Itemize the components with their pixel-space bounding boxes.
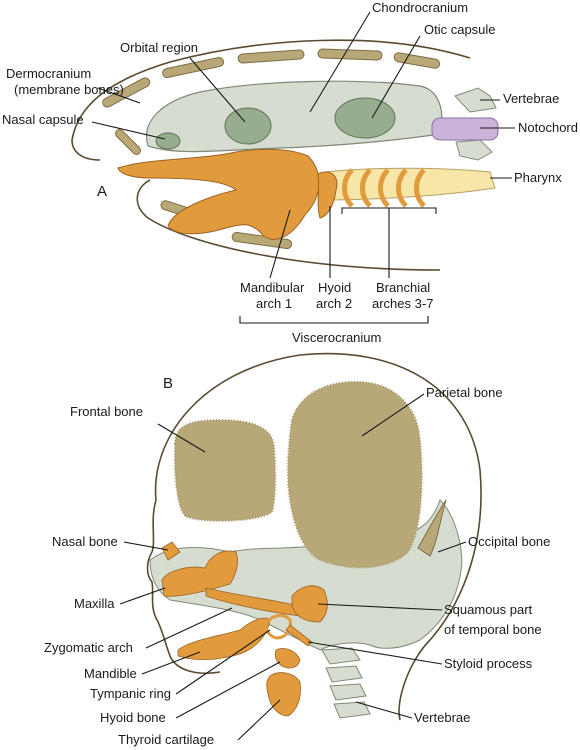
label-squamous-sub: of temporal bone xyxy=(444,622,542,637)
label-dermocranium: Dermocranium xyxy=(6,66,91,81)
label-squamous: Squamous part xyxy=(444,602,533,617)
panel-a-letter: A xyxy=(97,183,107,200)
label-nasal-capsule: Nasal capsule xyxy=(2,112,84,127)
panel-b-letter: B xyxy=(163,375,173,392)
label-pharynx: Pharynx xyxy=(514,170,562,185)
panel-b-leaders xyxy=(119,393,467,741)
label-otic-capsule: Otic capsule xyxy=(424,22,496,37)
hyoid-arch-shape xyxy=(317,171,338,219)
label-mandible: Mandible xyxy=(84,666,137,681)
label-tympanic-ring: Tympanic ring xyxy=(90,686,171,701)
panel-a: A Chondrocranium Otic capsule Orbital re… xyxy=(2,0,578,345)
label-orbital-region: Orbital region xyxy=(120,40,198,55)
panel-a-leaders xyxy=(91,11,515,324)
label-parietal-bone: Parietal bone xyxy=(426,385,503,400)
thyroid-cartilage xyxy=(266,672,301,717)
label-mandibular-arch1: arch 1 xyxy=(256,296,292,311)
otic-capsule xyxy=(334,97,396,139)
label-mandibular: Mandibular xyxy=(240,280,305,295)
nasal-bone xyxy=(161,541,181,561)
mandibular-arch xyxy=(117,148,320,240)
label-styloid-process: Styloid process xyxy=(444,656,533,671)
label-hyoid-bone: Hyoid bone xyxy=(100,710,166,725)
label-occipital-bone: Occipital bone xyxy=(468,534,550,549)
nasal-capsule xyxy=(155,132,181,150)
chondrocranium-shape xyxy=(145,80,443,153)
maxilla xyxy=(161,550,238,597)
tympanic-ring xyxy=(264,613,292,640)
label-hyoid: Hyoid xyxy=(318,280,351,295)
embryo-lower-outline xyxy=(136,179,441,271)
label-branchial: Branchial xyxy=(376,280,430,295)
branchial-arches xyxy=(342,168,426,208)
squamous-temporal xyxy=(291,585,328,623)
orbital-region xyxy=(224,107,272,145)
label-branchial-arches: arches 3-7 xyxy=(372,296,433,311)
styloid xyxy=(285,624,313,647)
vertebra-a-upper xyxy=(454,87,497,113)
skull-base-cartilage xyxy=(149,499,463,651)
label-notochord: Notochord xyxy=(518,120,578,135)
dermal-bones-upper xyxy=(102,48,441,155)
vertebra-a-lower xyxy=(455,139,493,161)
label-dermocranium-sub: (membrane bones) xyxy=(14,82,124,97)
hyoid-bone xyxy=(274,648,301,669)
occipital-bone xyxy=(417,499,447,557)
vertebrae-b xyxy=(321,647,371,719)
embryo-head-outline xyxy=(71,39,471,161)
label-frontal-bone: Frontal bone xyxy=(70,404,143,419)
panel-b: B xyxy=(44,352,550,747)
label-thyroid-cartilage: Thyroid cartilage xyxy=(118,732,214,747)
fetal-head-outline xyxy=(146,352,482,721)
parietal-bone xyxy=(286,380,423,569)
label-vertebrae-a: Vertebrae xyxy=(503,91,559,106)
notochord-shape xyxy=(431,117,499,141)
label-maxilla: Maxilla xyxy=(74,596,115,611)
frontal-bone xyxy=(173,418,277,522)
label-hyoid-arch2: arch 2 xyxy=(316,296,352,311)
label-zygomatic-arch: Zygomatic arch xyxy=(44,640,133,655)
label-viscerocranium: Viscerocranium xyxy=(292,330,381,345)
label-vertebrae-b: Vertebrae xyxy=(414,710,470,725)
label-nasal-bone: Nasal bone xyxy=(52,534,118,549)
label-chondrocranium: Chondrocranium xyxy=(372,0,468,15)
